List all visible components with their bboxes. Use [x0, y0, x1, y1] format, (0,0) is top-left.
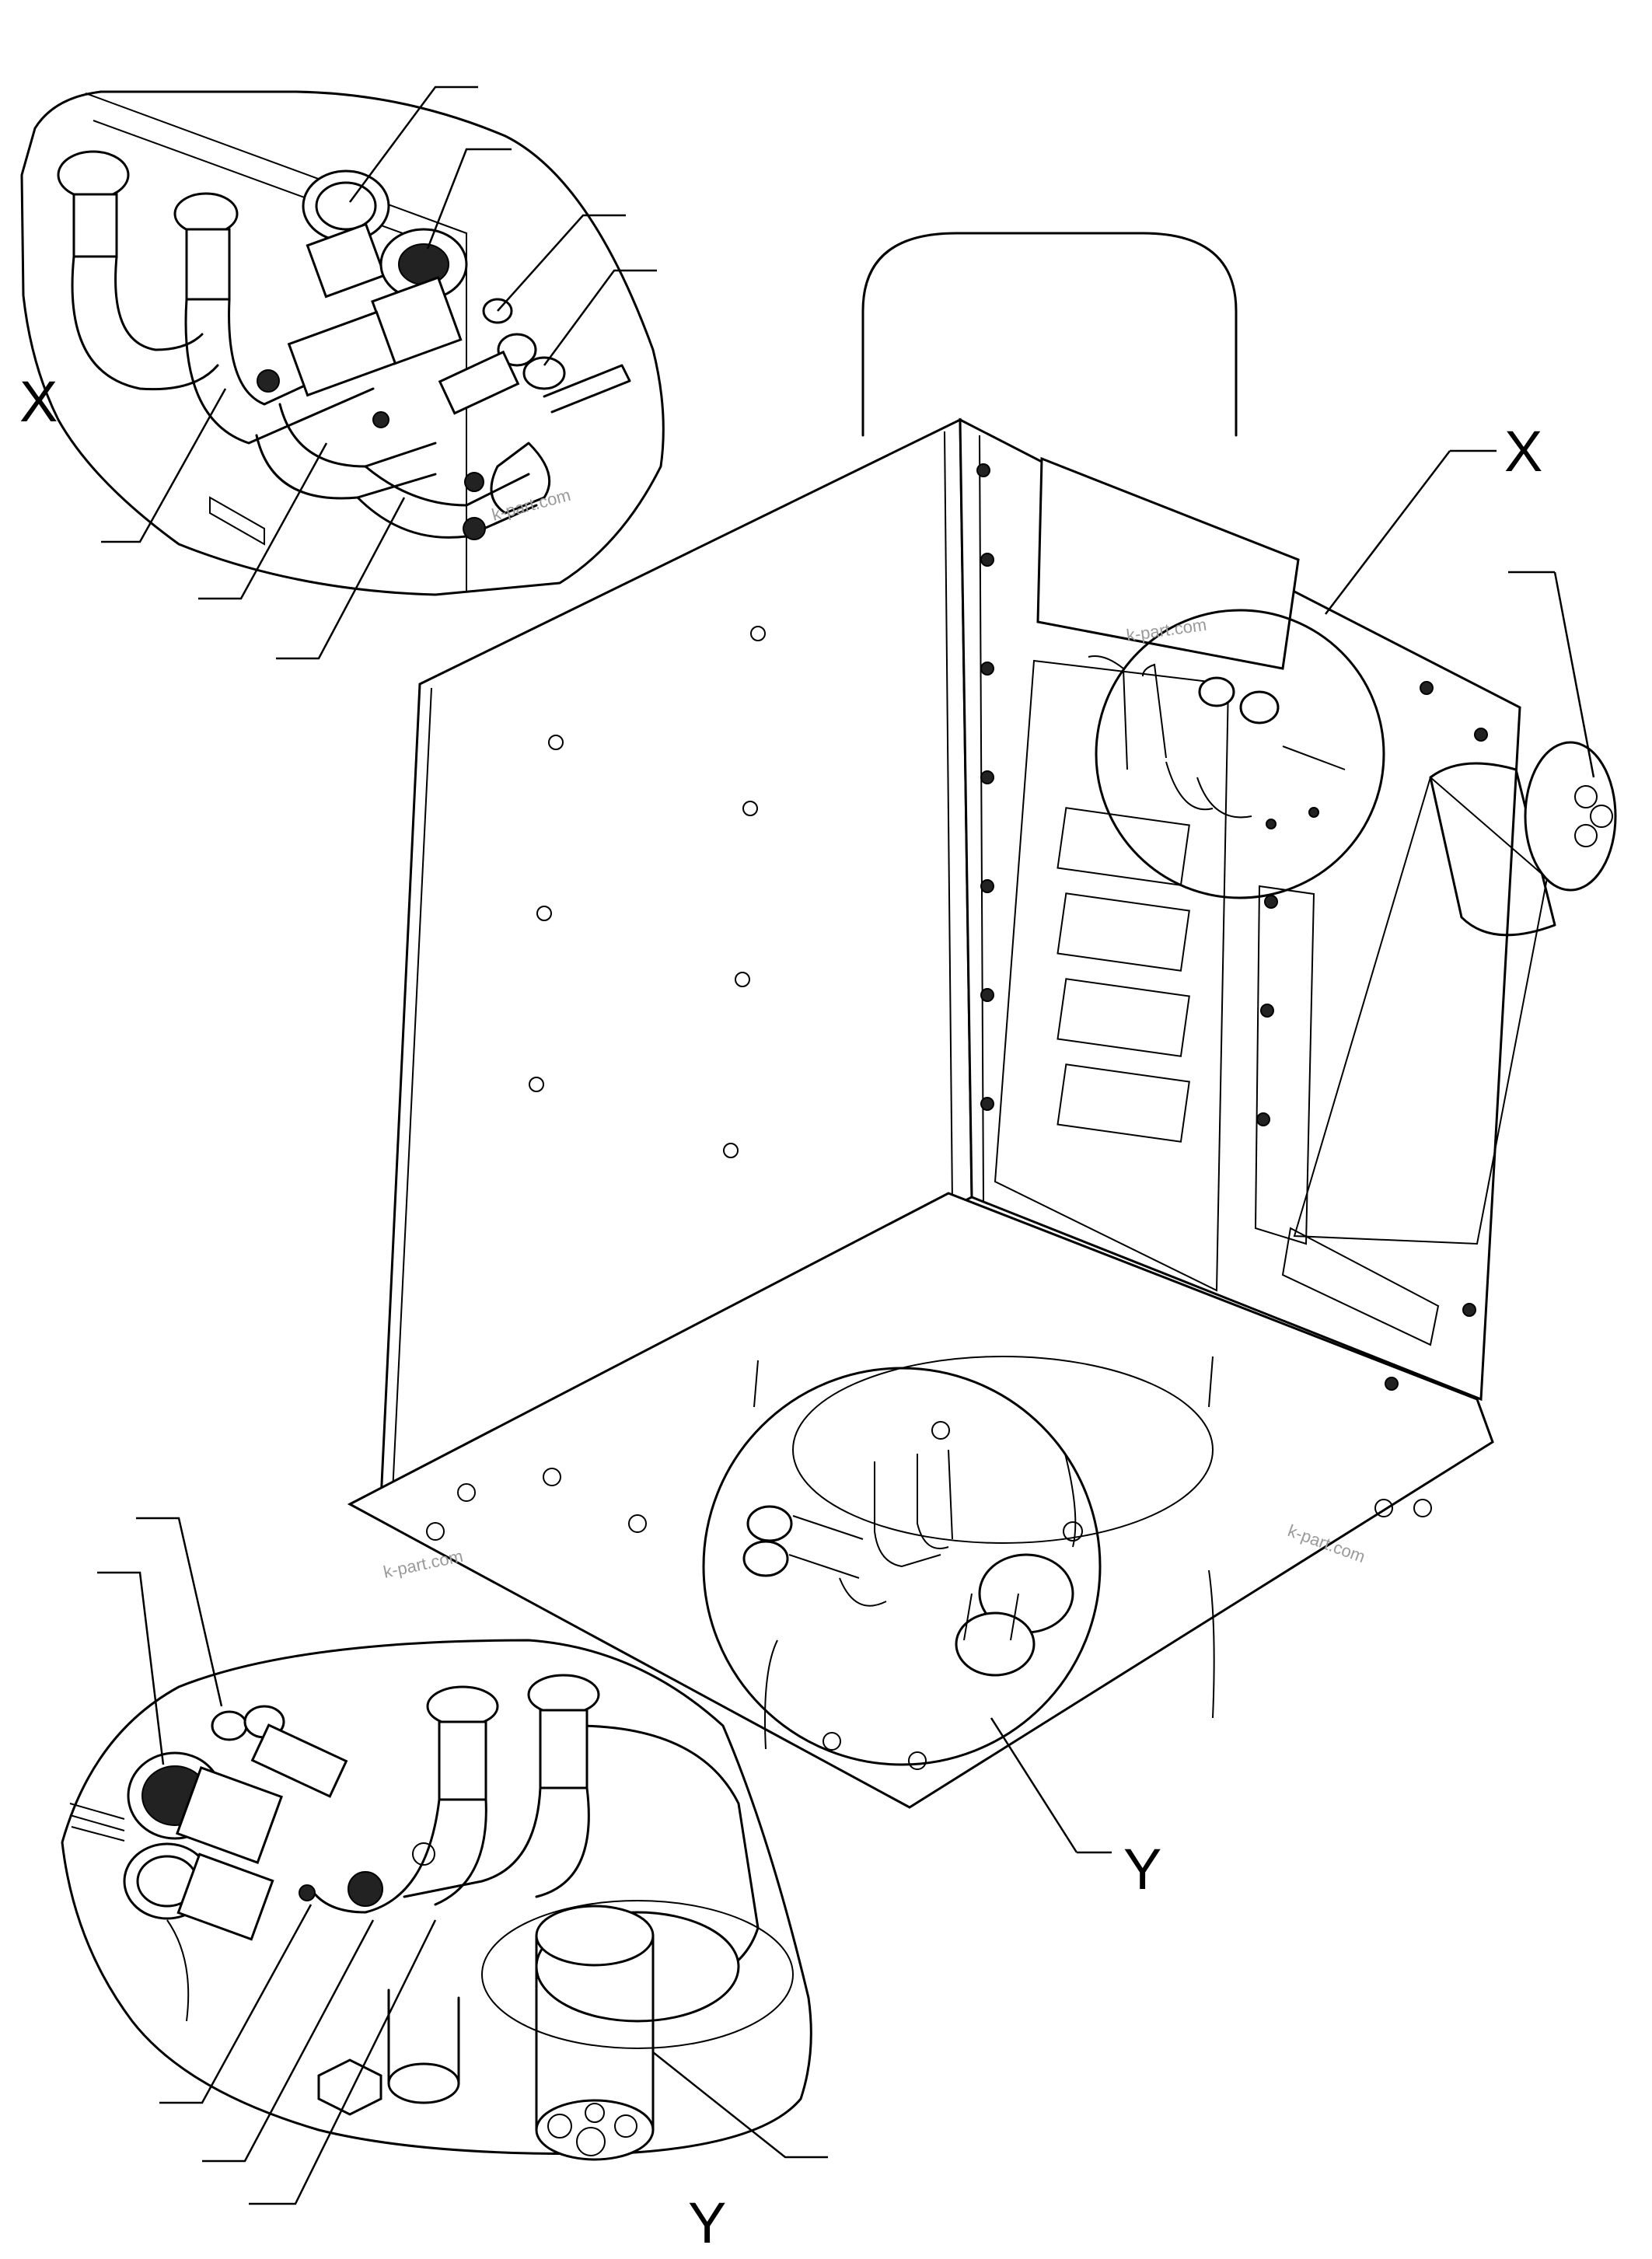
detail-y-leaders [97, 1517, 828, 2205]
watermark-text: k-part.com [382, 1546, 465, 1582]
right-box [959, 417, 1549, 1402]
top-cylinder [861, 232, 1238, 437]
x-callout-label: X [1504, 419, 1542, 484]
detail-x-leaders [101, 86, 657, 660]
x-detail-label: X [19, 369, 58, 434]
x-callout: X [1088, 419, 1542, 899]
bottom-round-plate [753, 1356, 1215, 1719]
detail-x: X [19, 86, 665, 660]
side-drum [1429, 741, 1617, 937]
main-assembly: X Y [347, 232, 1617, 1901]
y-callout: Y [702, 1367, 1161, 1901]
y-callout-label: Y [1123, 1837, 1161, 1901]
panel-bolts [426, 463, 1488, 1770]
y-detail-label: Y [688, 2191, 726, 2255]
detail-y: Y [61, 1517, 828, 2255]
watermark-text: k-part.com [490, 485, 573, 525]
base-plate [347, 1192, 1494, 1809]
